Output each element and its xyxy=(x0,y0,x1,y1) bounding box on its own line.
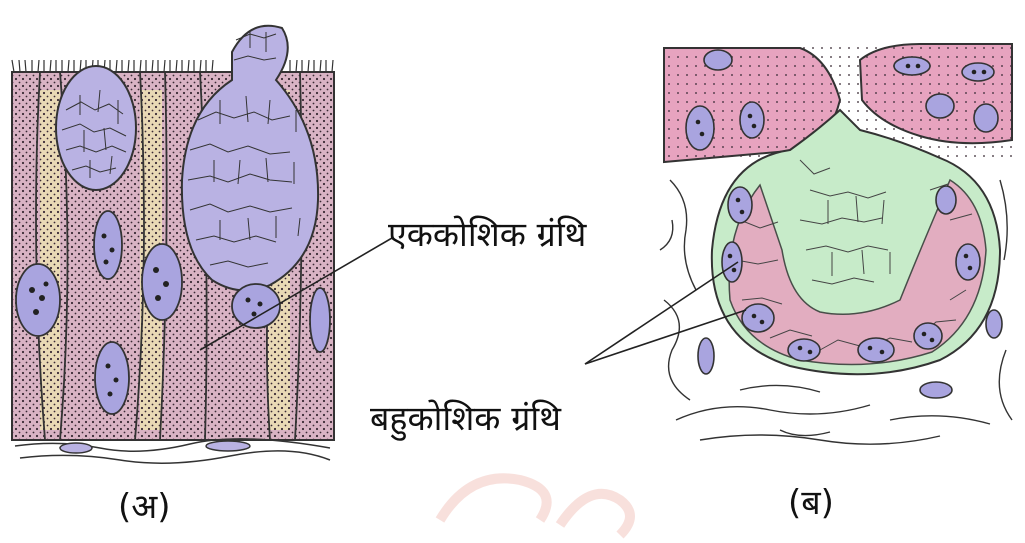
pointer-multicellular-1 xyxy=(585,262,738,364)
figure-a-epithelium xyxy=(12,26,334,463)
figure-b-multicellular-gland xyxy=(660,44,1012,444)
watermark xyxy=(440,478,630,535)
label-unicellular-gland: एककोशिक ग्रंथि xyxy=(388,210,586,256)
caption-figure-b: (ब) xyxy=(788,478,834,524)
label-multicellular-gland: बहुकोशिक ग्रंथि xyxy=(370,394,561,440)
pointer-multicellular-2 xyxy=(585,310,746,364)
caption-figure-a: (अ) xyxy=(118,482,171,528)
